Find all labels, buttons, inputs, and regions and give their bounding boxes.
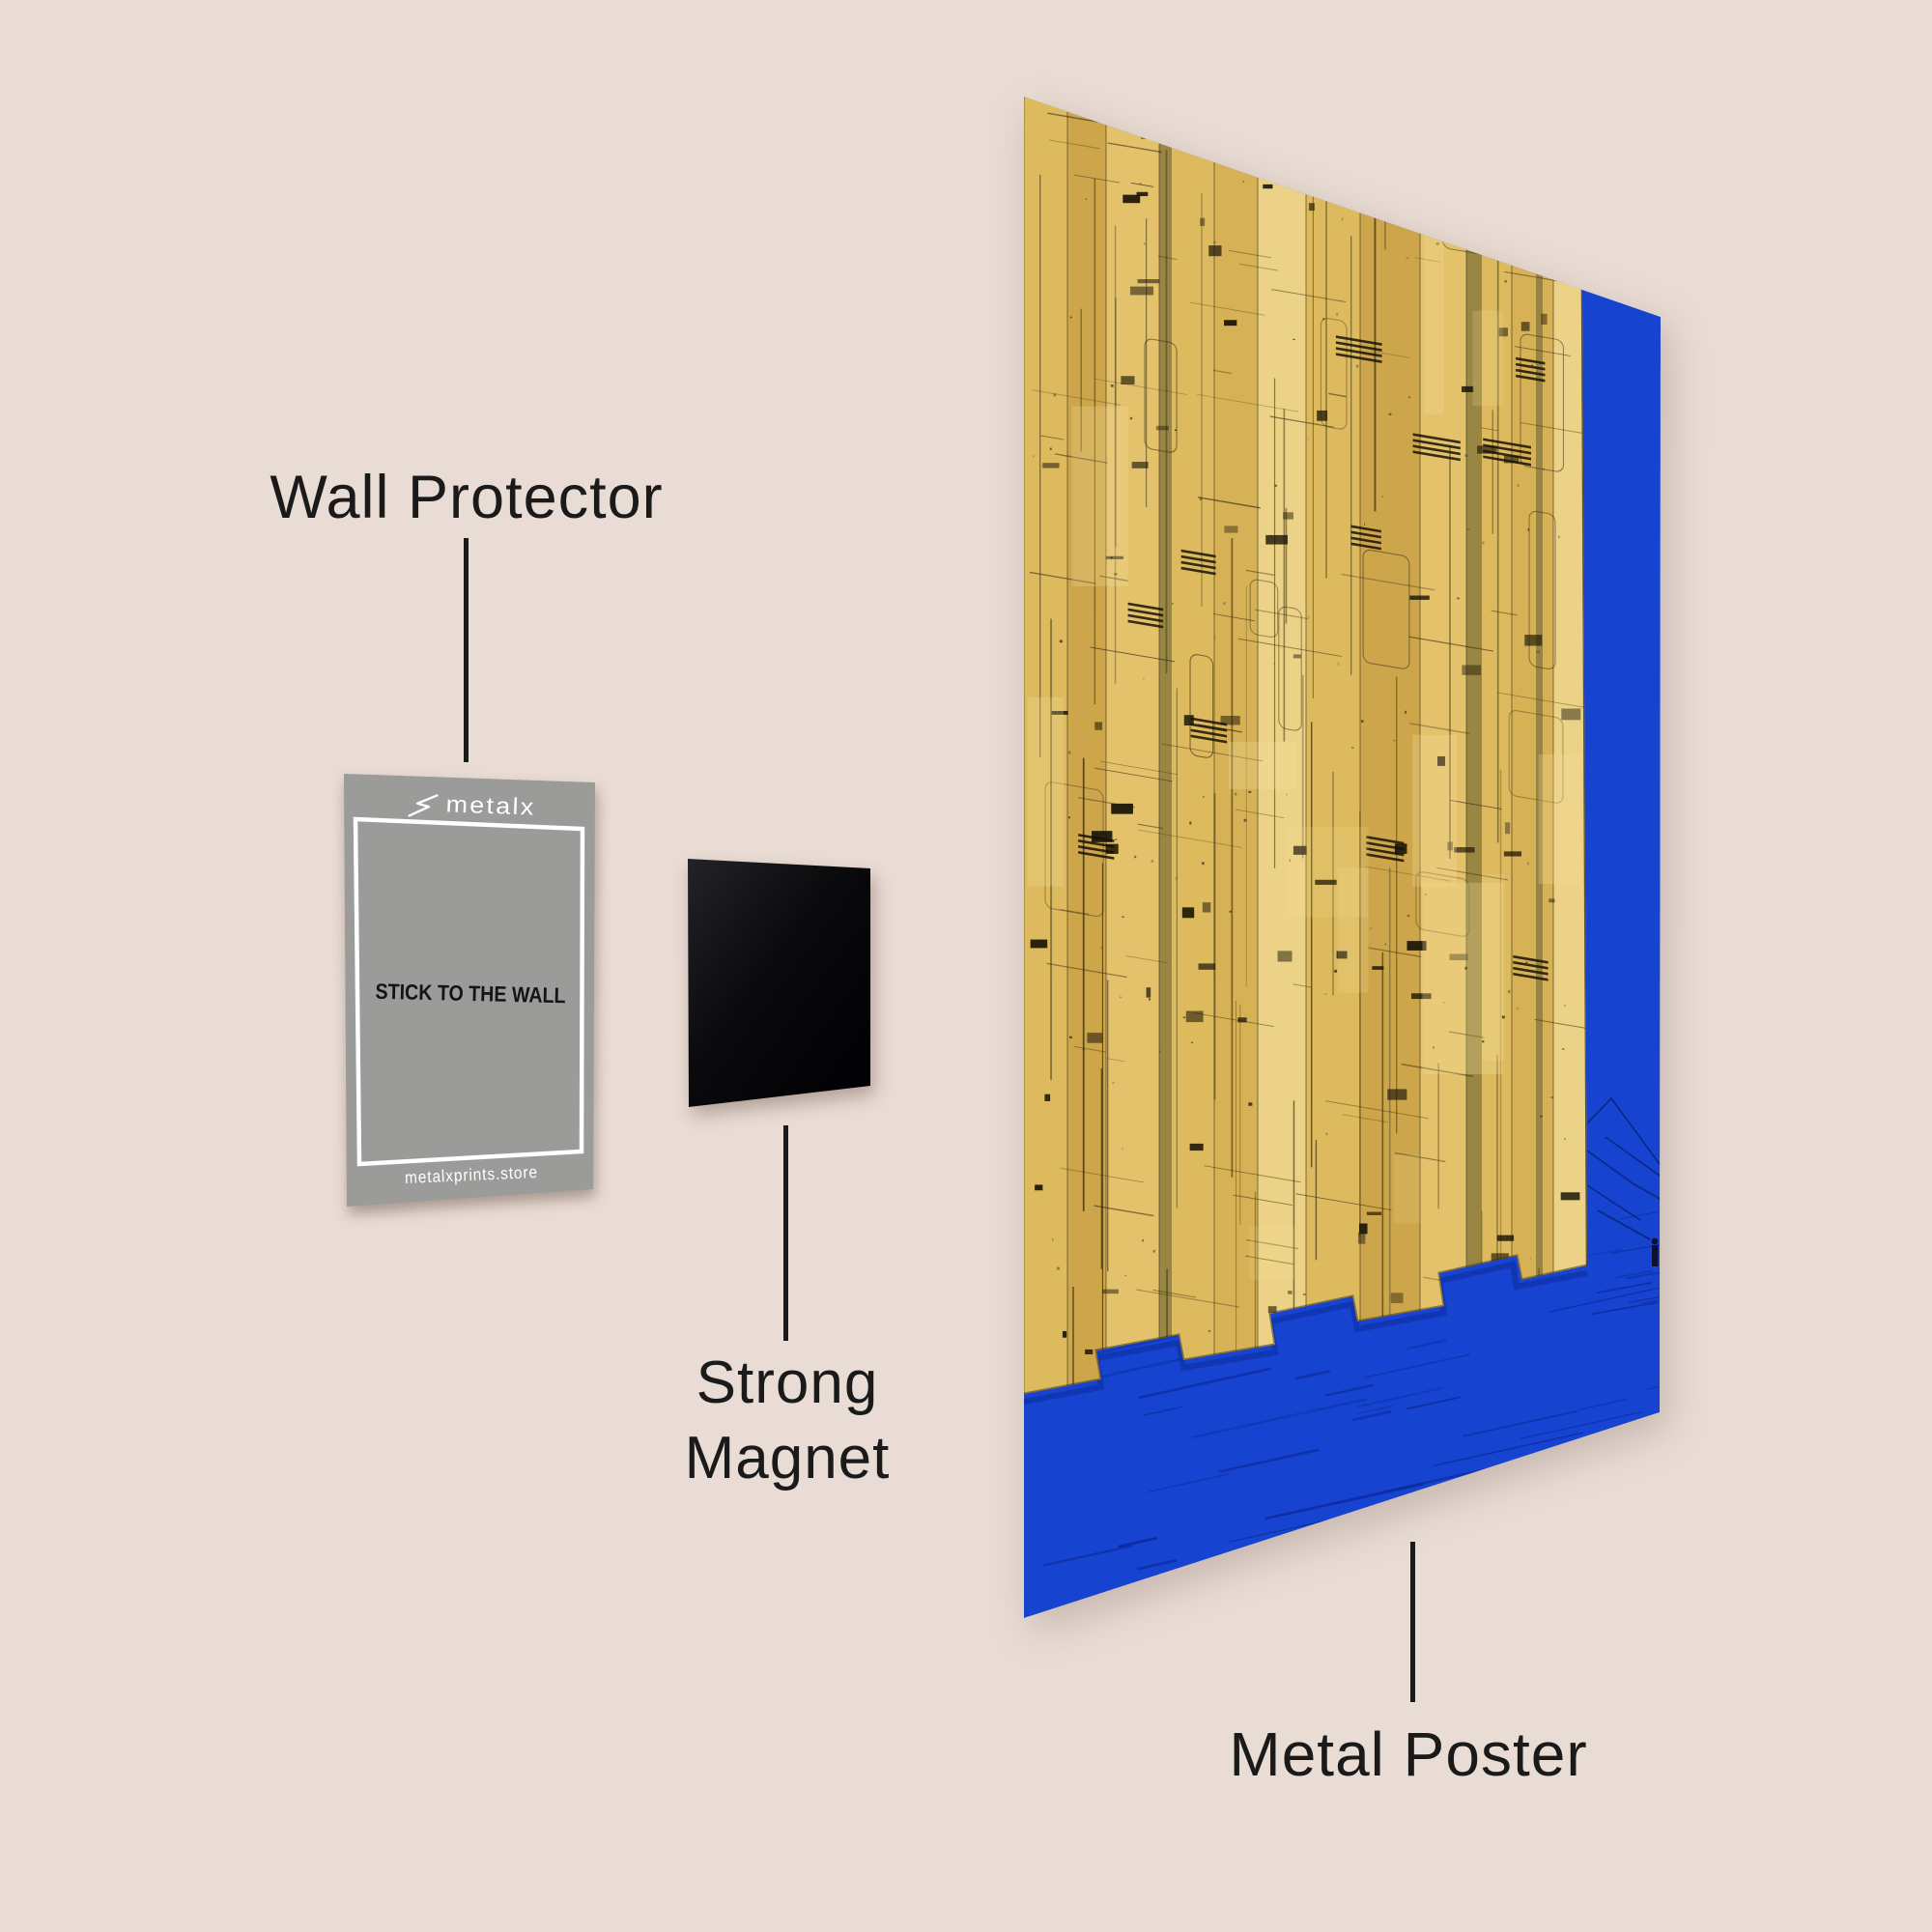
wall-protector-card: metalx STICK TO THE WALL metalxprints.st… — [344, 774, 595, 1207]
mountain-lines — [1586, 1096, 1661, 1240]
strong-magnet-connector-line — [783, 1125, 788, 1341]
metalx-brand-text: metalx — [445, 791, 536, 820]
poster-gold-artwork — [1024, 97, 1587, 1394]
metal-poster-label: Metal Poster — [1229, 1719, 1588, 1789]
wall-protector-connector-line — [464, 538, 469, 762]
metal-poster — [1024, 97, 1661, 1618]
card-frame — [353, 816, 585, 1167]
figure-silhouette — [1651, 1237, 1659, 1266]
magnet-face — [688, 859, 870, 1107]
metalx-logo-icon — [408, 794, 439, 817]
strong-magnet-label: Strong Magnet — [684, 1350, 891, 1492]
card-center-text: STICK TO THE WALL — [375, 980, 566, 1008]
strong-magnet — [688, 859, 870, 1107]
wall-protector-label: Wall Protector — [270, 464, 664, 531]
sea-shoreline — [1024, 1261, 1588, 1405]
metal-poster-connector-line — [1410, 1542, 1415, 1702]
card-face — [344, 774, 595, 1207]
gold-circuit-texture — [1024, 97, 1587, 1394]
